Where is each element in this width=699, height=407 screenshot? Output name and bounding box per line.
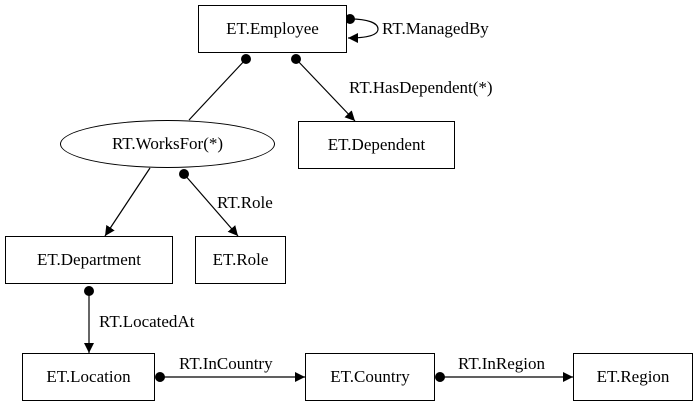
edge-in-country: [155, 372, 305, 382]
node-region: ET.Region: [573, 353, 693, 401]
edge-label-role: RT.Role: [217, 193, 273, 212]
edge-label-in-country: RT.InCountry: [179, 354, 273, 373]
node-works-for: RT.WorksFor(*): [60, 120, 275, 168]
edge-label-managed-by: RT.ManagedBy: [382, 19, 489, 38]
edge-located-at: [84, 286, 94, 353]
edge-label-has-dependent: RT.HasDependent(*): [349, 78, 493, 97]
node-department: ET.Department: [5, 236, 173, 284]
edge-has-dependent: [291, 54, 356, 122]
edge-label-in-region: RT.InRegion: [458, 354, 545, 373]
edge-in-region: [435, 372, 573, 382]
edge-label-located-at: RT.LocatedAt: [99, 312, 195, 331]
node-dependent: ET.Dependent: [298, 121, 455, 169]
node-location: ET.Location: [22, 353, 155, 401]
node-role: ET.Role: [195, 236, 286, 284]
edge-role: [179, 169, 239, 237]
node-employee: ET.Employee: [198, 5, 347, 53]
edge-managed-by: [345, 14, 379, 43]
edge-worksfor-department: [104, 167, 151, 237]
edge-employee-worksfor: [188, 54, 251, 121]
node-country: ET.Country: [305, 353, 435, 401]
